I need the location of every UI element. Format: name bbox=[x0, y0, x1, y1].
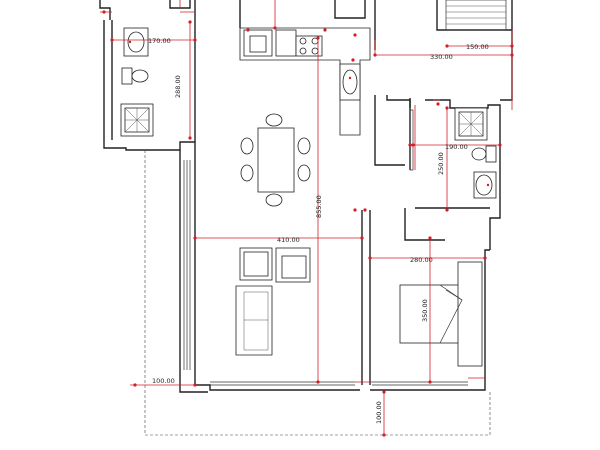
bath2-sink bbox=[473, 171, 497, 199]
dim-terrace-left: 100.00 bbox=[152, 377, 175, 385]
staircase bbox=[445, 0, 507, 31]
bath2-toilet bbox=[471, 145, 497, 163]
dim-living-width: 410.00 bbox=[277, 236, 300, 244]
dim-bedroom-width: 280.00 bbox=[410, 256, 433, 264]
windows bbox=[183, 109, 468, 386]
bath1-sink bbox=[123, 27, 149, 57]
terrace-outline bbox=[144, 150, 491, 436]
double-bed bbox=[399, 261, 483, 367]
kitchen-sink bbox=[339, 63, 361, 101]
dining-table bbox=[240, 113, 311, 207]
dimension-labels: 170.00 288.00 330.00 150.00 190.00 250.0… bbox=[148, 37, 489, 424]
dim-bath1-depth: 288.00 bbox=[174, 75, 182, 98]
dim-terrace-depth: 100.00 bbox=[375, 401, 383, 424]
dim-bath2-depth: 250.00 bbox=[437, 152, 445, 175]
bath1-toilet bbox=[121, 67, 149, 85]
dim-living-depth: 855.00 bbox=[315, 195, 323, 218]
dim-bedroom-depth: 350.00 bbox=[421, 299, 429, 322]
bath1-shower bbox=[120, 103, 154, 137]
bath2-shower bbox=[454, 107, 488, 141]
kitchen-counter bbox=[239, 27, 371, 136]
dim-bath1-width: 170.00 bbox=[148, 37, 171, 45]
sofa-set bbox=[235, 247, 311, 356]
dim-stair-width: 150.00 bbox=[466, 43, 489, 51]
dim-bath2-width: 190.00 bbox=[445, 143, 468, 151]
dimension-lines bbox=[100, 0, 514, 437]
dim-balcony-depth: 330.00 bbox=[430, 53, 453, 61]
